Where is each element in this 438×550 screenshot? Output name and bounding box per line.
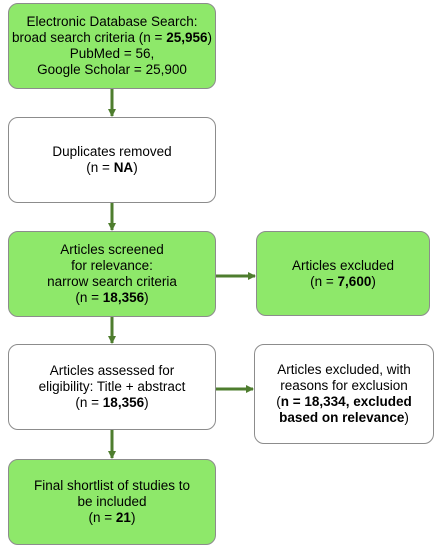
final-count-prefix: (n = <box>88 510 116 525</box>
box-articles-assessed: Articles assessed for eligibility: Title… <box>8 344 216 430</box>
final-count: 21 <box>115 510 131 525</box>
final-line-2: be included <box>77 494 147 509</box>
excluded-reasons-basis: based on relevance <box>279 410 405 425</box>
excluded-count: 7,600 <box>337 273 372 289</box>
excluded-count-prefix: (n = <box>310 273 338 289</box>
final-count-suffix: ) <box>130 510 136 525</box>
assessed-count-suffix: ) <box>144 395 149 410</box>
screened-line-2: for relevance: <box>71 258 153 273</box>
box-final-shortlist: Final shortlist of studies to be include… <box>8 459 216 545</box>
excluded-count-suffix: ) <box>371 273 376 289</box>
final-line-3: (n = 21) <box>89 510 136 526</box>
duplicates-count-suffix: ) <box>133 160 138 175</box>
excluded-line-2: (n = 7,600) <box>310 274 376 290</box>
assessed-line-2: eligibility: Title + abstract <box>38 379 186 394</box>
box-articles-screened: Articles screened for relevance: narrow … <box>8 231 216 317</box>
search-count: 25,956 <box>166 30 208 45</box>
excluded-reasons-line-4: based on relevance) <box>279 410 409 426</box>
screened-line-3: narrow search criteria <box>47 274 177 289</box>
excluded-line-1: Articles excluded <box>291 257 395 273</box>
box-duplicates-removed: Duplicates removed (n = NA) <box>8 117 216 203</box>
screened-count-prefix: (n = <box>75 290 103 305</box>
excluded-reasons-line-2: reasons for exclusion <box>280 378 408 393</box>
box-articles-excluded: Articles excluded (n = 7,600) <box>256 231 430 316</box>
excluded-reasons-count: n = 18,334, excluded <box>280 394 412 409</box>
screened-count: 18,356 <box>102 290 145 305</box>
box-database-search: Electronic Database Search: broad search… <box>8 3 216 89</box>
assessed-line-1: Articles assessed for <box>49 363 175 378</box>
search-line-1: Electronic Database Search: <box>26 14 198 29</box>
duplicates-line-2: (n = NA) <box>86 160 137 176</box>
screened-line-1: Articles screened <box>60 242 164 257</box>
screened-count-suffix: ) <box>144 290 149 305</box>
excluded-reasons-close-paren: ) <box>404 410 409 425</box>
assessed-line-3: (n = 18,356) <box>75 395 148 411</box>
screened-line-4: (n = 18,356) <box>75 290 148 306</box>
excluded-reasons-line-1: Articles excluded, with <box>277 362 411 377</box>
box-articles-excluded-with-reasons: Articles excluded, with reasons for excl… <box>254 344 434 444</box>
search-line-3: PubMed = 56, <box>69 46 155 61</box>
duplicates-count: NA <box>113 160 134 175</box>
search-count-prefix: broad search criteria (n = <box>12 30 167 45</box>
duplicates-count-prefix: (n = <box>86 160 114 175</box>
search-line-4: Google Scholar = 25,900 <box>37 62 187 77</box>
assessed-count-prefix: (n = <box>75 395 103 410</box>
assessed-count: 18,356 <box>102 395 145 410</box>
final-line-1: Final shortlist of studies to <box>33 478 191 493</box>
excluded-reasons-line-3: (n = 18,334, excluded <box>276 394 411 410</box>
duplicates-line-1: Duplicates removed <box>52 144 172 159</box>
search-count-suffix: ) <box>207 30 213 45</box>
excluded-reasons-open-paren: ( <box>276 394 281 409</box>
search-line-2: broad search criteria (n = 25,956) <box>12 30 212 46</box>
